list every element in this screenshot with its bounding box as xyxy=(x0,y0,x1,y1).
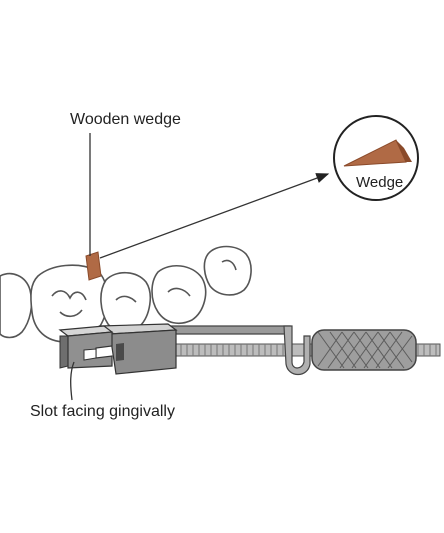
tooth-canine-fissure xyxy=(221,259,237,271)
retainer-head-body xyxy=(109,329,177,375)
tooth-premolar-2-fissure xyxy=(167,287,191,297)
tooth-premolar-2 xyxy=(151,265,207,325)
matrix-retainer xyxy=(58,323,441,376)
retainer-slot-end-body xyxy=(59,335,69,369)
tooth-canine xyxy=(203,245,252,296)
wedge-callout-label: Wedge xyxy=(356,174,403,191)
teeth-row xyxy=(0,245,252,343)
wooden-wedge-shape xyxy=(85,251,102,281)
retainer-head-slot xyxy=(116,343,124,361)
tooth-premolar-1 xyxy=(100,271,152,333)
tooth-molar-fissure xyxy=(51,290,87,318)
retainer-u-guide xyxy=(283,325,311,376)
wedge-callout-shape-side xyxy=(396,140,412,162)
tooth-premolar-1-fissure xyxy=(115,295,137,303)
wedge-callout-arrow xyxy=(99,173,330,259)
wooden-wedge-label: Wooden wedge xyxy=(70,111,181,128)
slot-label: Slot facing gingivally xyxy=(30,403,175,420)
slot-leader xyxy=(70,361,75,401)
tooth-left-partial xyxy=(0,272,33,339)
retainer-slot-gap xyxy=(83,348,97,361)
retainer-knob xyxy=(311,329,417,371)
